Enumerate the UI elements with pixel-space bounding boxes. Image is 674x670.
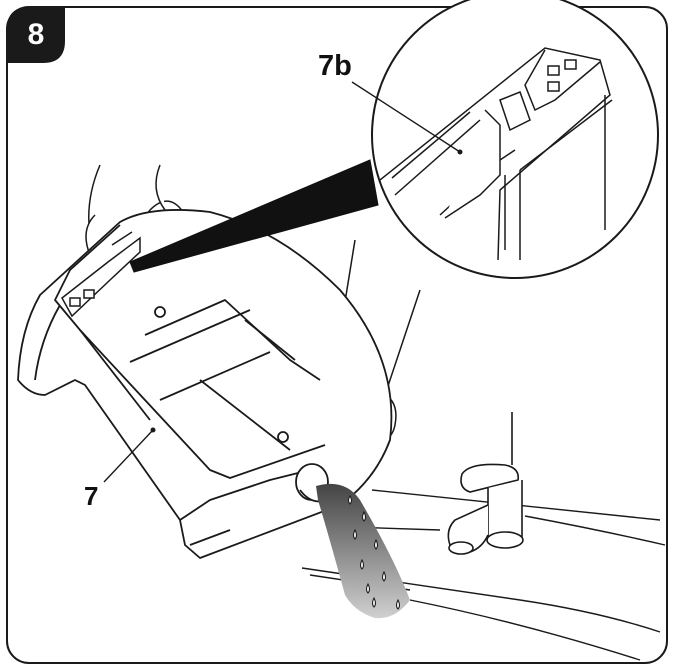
drop-icon <box>348 495 400 610</box>
faucet-icon <box>447 412 524 555</box>
step-number: 8 <box>27 18 45 51</box>
leader-dot-7b <box>457 149 463 155</box>
leader-dot-7 <box>150 427 156 433</box>
callout-label-7b: 7b <box>318 50 352 82</box>
tank-handle <box>61 231 141 318</box>
zoom-wedge <box>129 159 379 273</box>
magnified-detail <box>379 47 613 261</box>
panel-border <box>6 6 668 664</box>
water-stream <box>316 483 410 619</box>
water-tank <box>17 209 393 559</box>
callout-leaders <box>103 81 461 483</box>
step-badge <box>7 7 65 63</box>
callout-label-7: 7 <box>84 481 99 511</box>
